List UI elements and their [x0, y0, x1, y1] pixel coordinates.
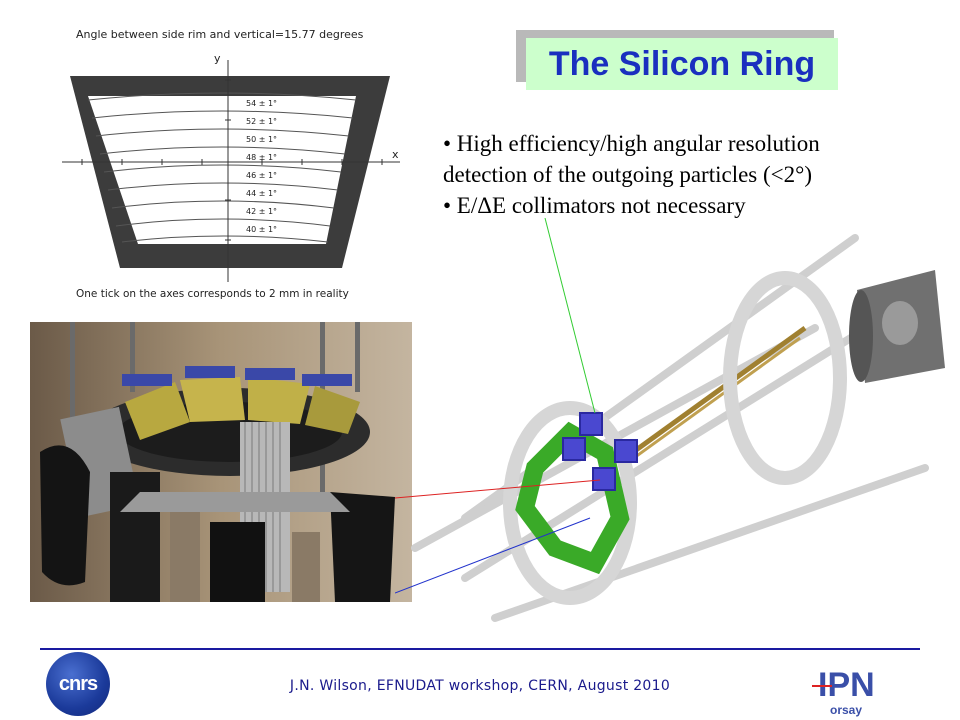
cnrs-logo-text: cnrs: [58, 672, 98, 695]
cnrs-logo: cnrs: [46, 652, 110, 716]
angle-label: 48 ± 1°: [246, 153, 277, 162]
bullet-line: • High efficiency/high angular resolutio…: [443, 131, 820, 156]
slide-title: The Silicon Ring: [548, 44, 816, 83]
angle-label: 52 ± 1°: [246, 117, 277, 126]
strip-arcs: [87, 92, 357, 243]
angle-label: 40 ± 1°: [246, 225, 277, 234]
schematic-top-caption: Angle between side rim and vertical=15.7…: [76, 28, 364, 41]
detector-3d-render: [395, 218, 945, 622]
axis-y-label: y: [214, 52, 221, 65]
angle-label: 54 ± 1°: [246, 99, 277, 108]
bullet-list: • High efficiency/high angular resolutio…: [443, 128, 943, 221]
angle-label: 46 ± 1°: [246, 171, 277, 180]
footer-divider: [40, 648, 920, 650]
angle-label: 42 ± 1°: [246, 207, 277, 216]
schematic-bottom-caption: One tick on the axes corresponds to 2 mm…: [76, 288, 349, 300]
target-cylinder: [849, 270, 945, 383]
trapezoid-inner: [88, 96, 356, 244]
title-box: The Silicon Ring: [526, 38, 838, 90]
bullet-line: detection of the outgoing particles (<2°…: [443, 162, 812, 187]
ipn-logo: IPN orsay: [812, 656, 898, 718]
bullet-line: • E/ΔE collimators not necessary: [443, 193, 746, 218]
axis-ticks: [81, 79, 383, 241]
silicon-ring-photo: [30, 322, 412, 602]
axis-x-label: x: [392, 148, 399, 161]
detector-schematic: Angle between side rim and vertical=15.7…: [62, 28, 400, 300]
angle-label: 44 ± 1°: [246, 189, 277, 198]
ipn-logo-sub: orsay: [830, 703, 862, 717]
footer-credit: J.N. Wilson, EFNUDAT workshop, CERN, Aug…: [289, 678, 671, 694]
angle-label: 50 ± 1°: [246, 135, 277, 144]
